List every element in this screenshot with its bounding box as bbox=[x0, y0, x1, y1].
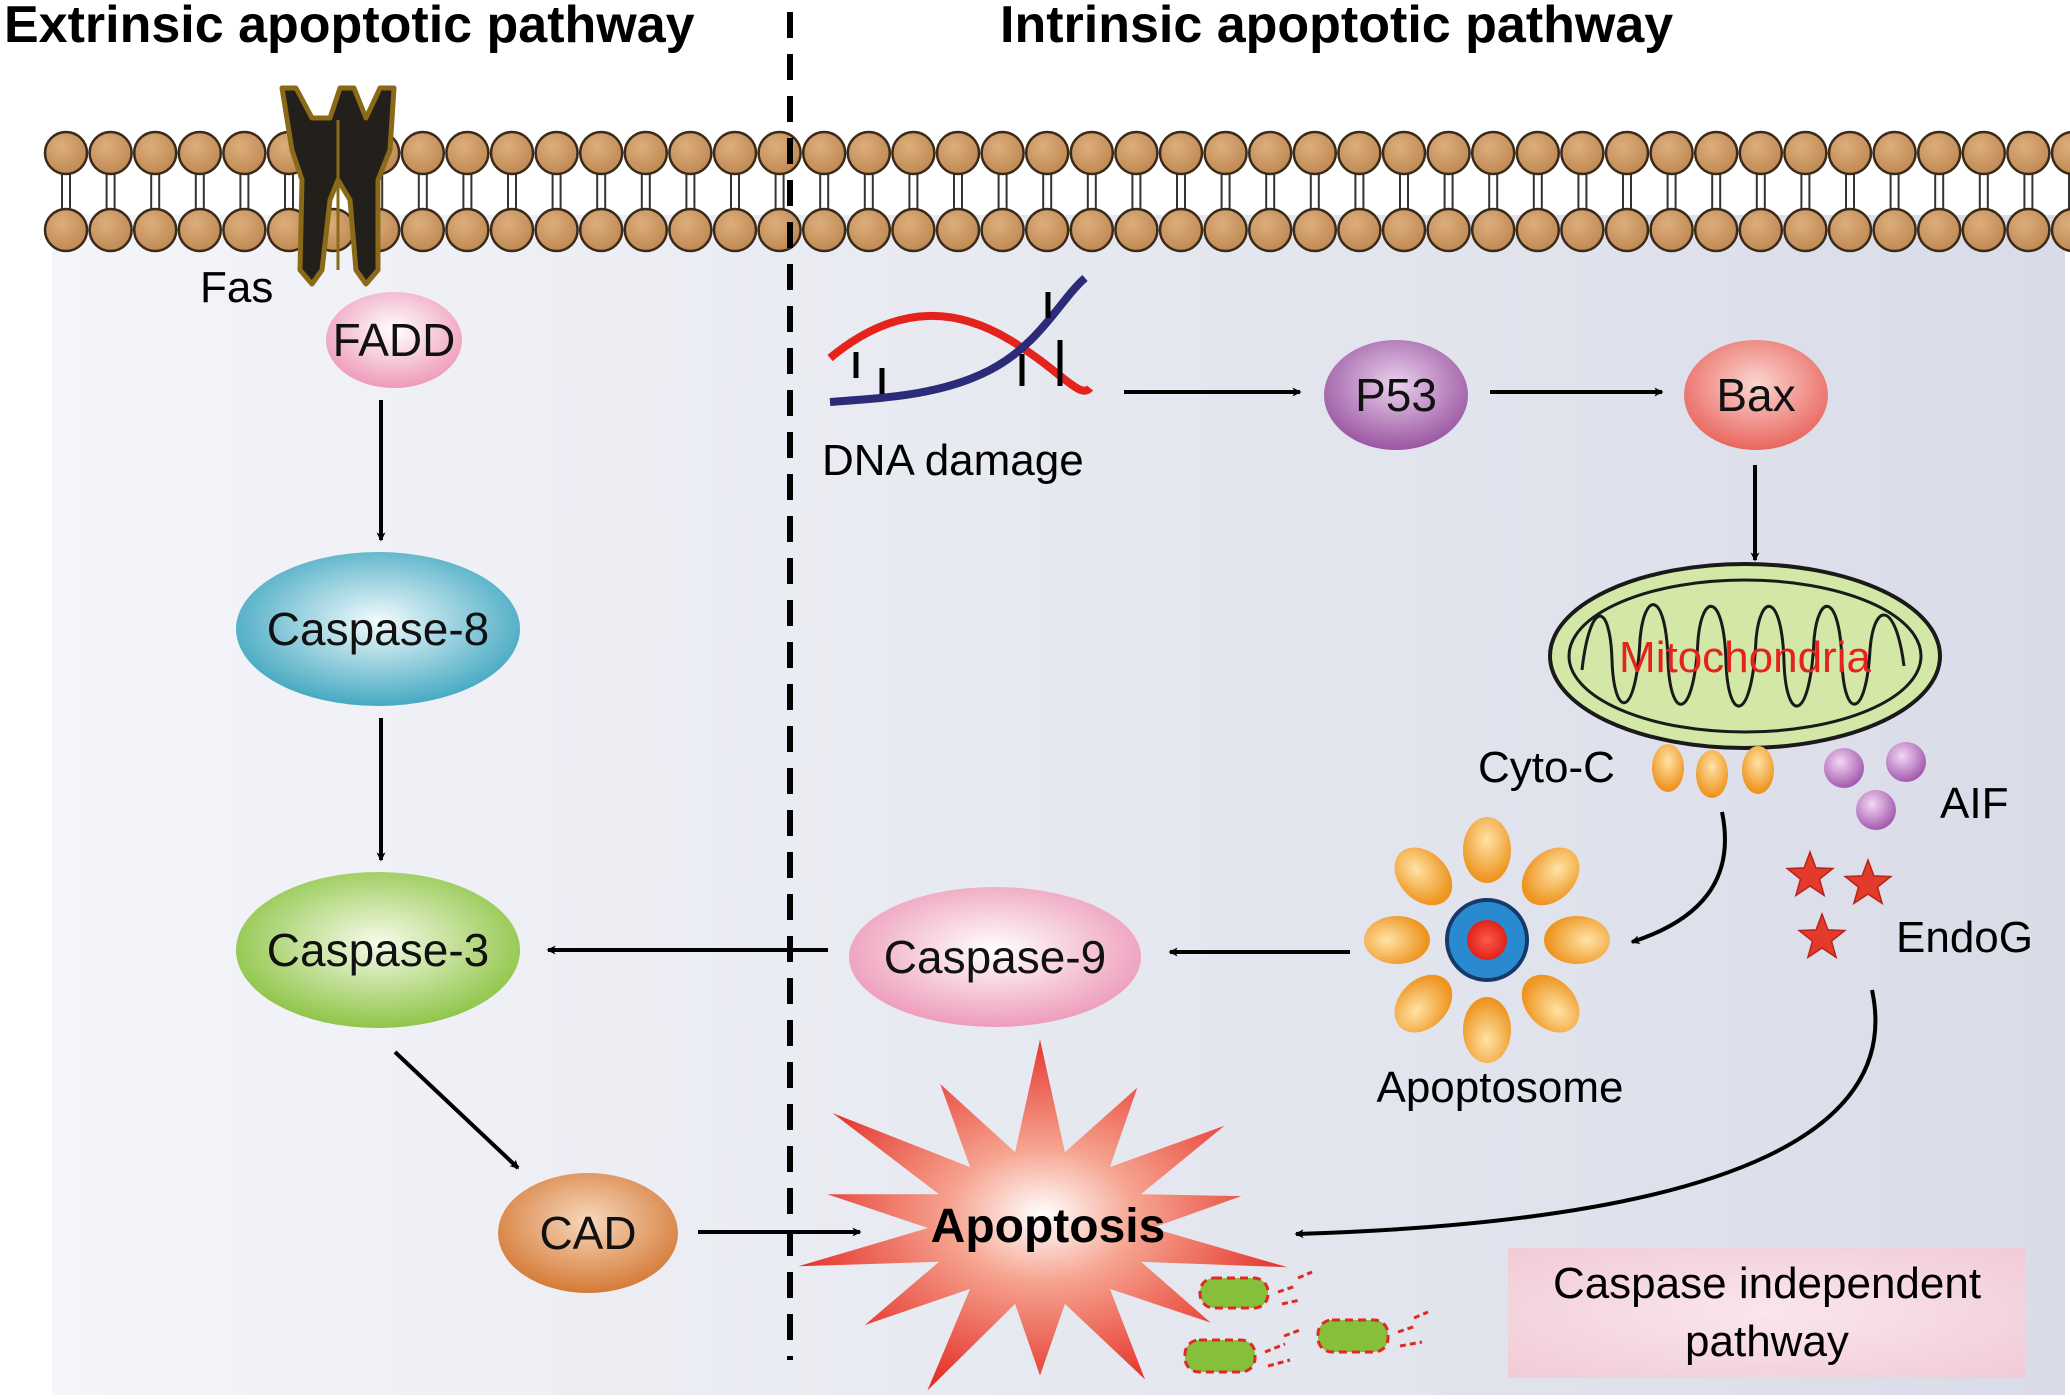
caspase-9-node bbox=[849, 887, 1141, 1027]
cell-membrane bbox=[43, 130, 2070, 253]
caspase-3-label: Caspase-3 bbox=[267, 924, 489, 976]
dna-fragments-icon bbox=[1183, 1270, 1429, 1374]
arrow-endog-to-apoptosis bbox=[1294, 989, 1878, 1239]
p53-node bbox=[1324, 340, 1468, 450]
caspase-independent-line1: Caspase independent bbox=[1553, 1259, 1981, 1308]
mitochondria-label: Mitochondria bbox=[1619, 633, 1871, 682]
cyto-c-label: Cyto-C bbox=[1478, 743, 1615, 792]
extrinsic-title: Extrinsic apoptotic pathway bbox=[4, 0, 695, 54]
caspase-independent-box bbox=[1508, 1248, 2025, 1378]
p53-label: P53 bbox=[1355, 369, 1437, 421]
mitochondria-icon bbox=[1548, 562, 1942, 750]
caspase-9-label: Caspase-9 bbox=[884, 931, 1106, 983]
aif-icon bbox=[1824, 742, 1926, 830]
bax-label: Bax bbox=[1716, 369, 1795, 421]
endog-icon bbox=[1785, 849, 1893, 960]
endog-label: EndoG bbox=[1896, 913, 2033, 962]
cad-node bbox=[498, 1173, 678, 1293]
caspase-8-label: Caspase-8 bbox=[267, 603, 489, 655]
caspase-8-node bbox=[236, 552, 520, 706]
cad-label: CAD bbox=[539, 1207, 636, 1259]
fas-label: Fas bbox=[200, 263, 273, 312]
arrow-caspase-3-to-cad bbox=[393, 1050, 520, 1170]
apoptosis-label: Apoptosis bbox=[931, 1200, 1166, 1253]
aif-label: AIF bbox=[1940, 779, 2008, 828]
intrinsic-title: Intrinsic apoptotic pathway bbox=[1000, 0, 1673, 54]
cyto-c-icon bbox=[1652, 744, 1774, 798]
arrow-cyto-c-to-apoptosome bbox=[1630, 811, 1727, 944]
dna-damage-icon bbox=[827, 274, 1094, 406]
apoptosome-icon bbox=[1364, 817, 1610, 1063]
fadd-label: FADD bbox=[333, 314, 456, 366]
caspase-independent-line2: pathway bbox=[1685, 1317, 1849, 1366]
bax-node bbox=[1684, 340, 1828, 450]
dna-damage-label: DNA damage bbox=[822, 436, 1084, 485]
fadd-node bbox=[326, 292, 462, 388]
fas-receptor-icon bbox=[279, 85, 397, 287]
apoptosis-burst-icon bbox=[798, 1039, 1288, 1391]
apoptosome-label: Apoptosome bbox=[1376, 1063, 1623, 1112]
caspase-3-node bbox=[236, 872, 520, 1028]
